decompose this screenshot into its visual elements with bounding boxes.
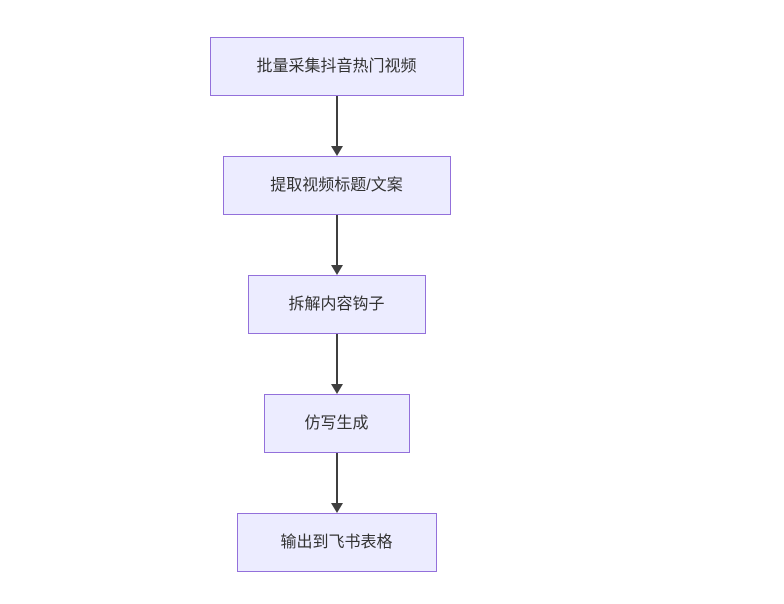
- node-label: 提取视频标题/文案: [270, 176, 403, 194]
- node-label: 拆解内容钩子: [288, 295, 385, 313]
- arrowhead-down-icon: [330, 265, 343, 275]
- arrow-line: [335, 453, 338, 504]
- node-label: 批量采集抖音热门视频: [256, 57, 417, 75]
- flow-node-extract-title-copy: 提取视频标题/文案: [222, 156, 451, 215]
- node-label: 输出到飞书表格: [280, 533, 393, 551]
- arrow-line: [335, 96, 338, 147]
- arrow-line: [335, 215, 338, 266]
- arrowhead-down-icon: [330, 503, 343, 513]
- flow-edge-1-2: [330, 96, 344, 156]
- flow-node-output-feishu-sheet: 输出到飞书表格: [236, 513, 437, 572]
- flow-node-imitation-generate: 仿写生成: [263, 394, 410, 453]
- flow-node-collect-douyin-videos: 批量采集抖音热门视频: [209, 37, 464, 96]
- flow-edge-4-5: [330, 453, 344, 513]
- flow-column: 批量采集抖音热门视频 提取视频标题/文案 拆解内容钩子 仿写生成: [209, 37, 464, 572]
- arrow-line: [335, 334, 338, 385]
- flow-edge-3-4: [330, 334, 344, 394]
- flow-node-break-down-hooks: 拆解内容钩子: [247, 275, 426, 334]
- arrowhead-down-icon: [330, 384, 343, 394]
- node-label: 仿写生成: [304, 414, 369, 432]
- flow-edge-2-3: [330, 215, 344, 275]
- arrowhead-down-icon: [330, 146, 343, 156]
